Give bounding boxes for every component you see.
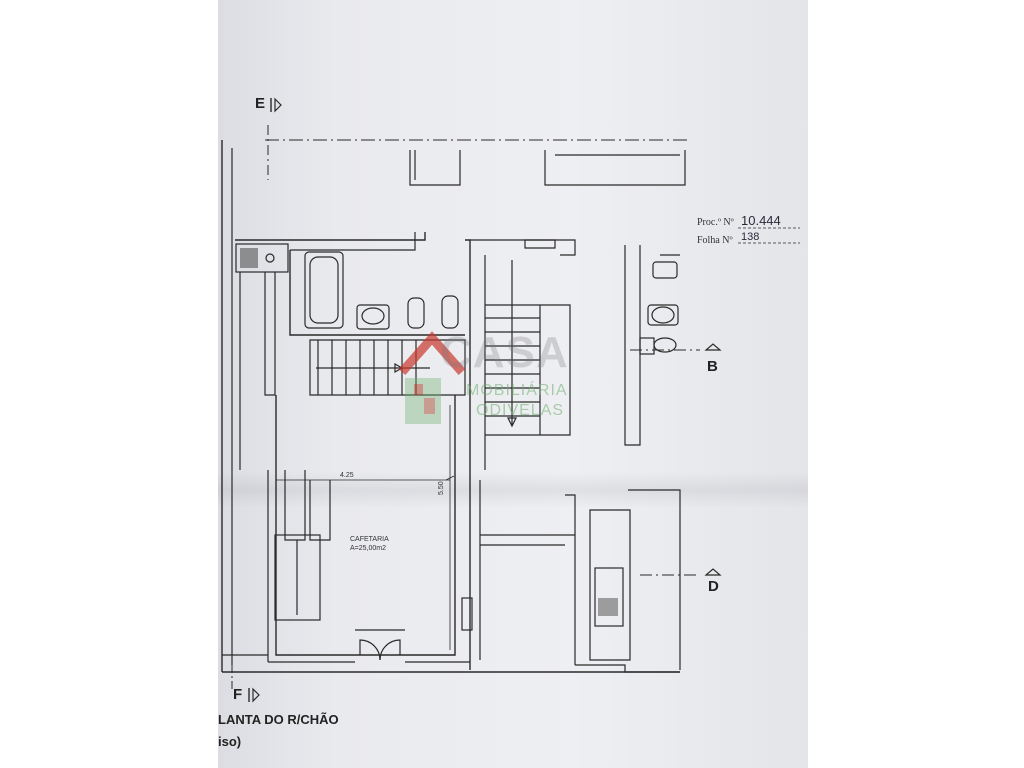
section-marker-b: B [707, 358, 718, 375]
drawing-title: LANTA DO R/CHÃO [218, 712, 339, 727]
dimension-width: 4.25 [340, 472, 354, 479]
room-area: A=25,00m2 [350, 545, 386, 552]
watermark-line1: MOBILIÁRIA [466, 382, 568, 399]
folha-number: 138 [741, 231, 760, 243]
paper-sheet [218, 0, 808, 768]
section-marker-e: E [255, 95, 266, 112]
watermark-line2: ODIVELAS [476, 402, 565, 419]
folha-label: Folha Nº [697, 235, 733, 246]
room-name: CAFETARIA [350, 536, 389, 543]
paper-fold [218, 472, 808, 508]
section-marker-d: D [708, 578, 719, 595]
watermark-brand: CASA [440, 328, 569, 377]
section-marker-f: F [233, 686, 243, 703]
proc-number: 10.444 [741, 213, 781, 228]
proc-label: Proc.º Nº [697, 217, 734, 228]
drawing-subtitle: iso) [218, 734, 242, 749]
watermark-logo [398, 331, 466, 424]
dimension-height: 5.50 [438, 481, 445, 495]
